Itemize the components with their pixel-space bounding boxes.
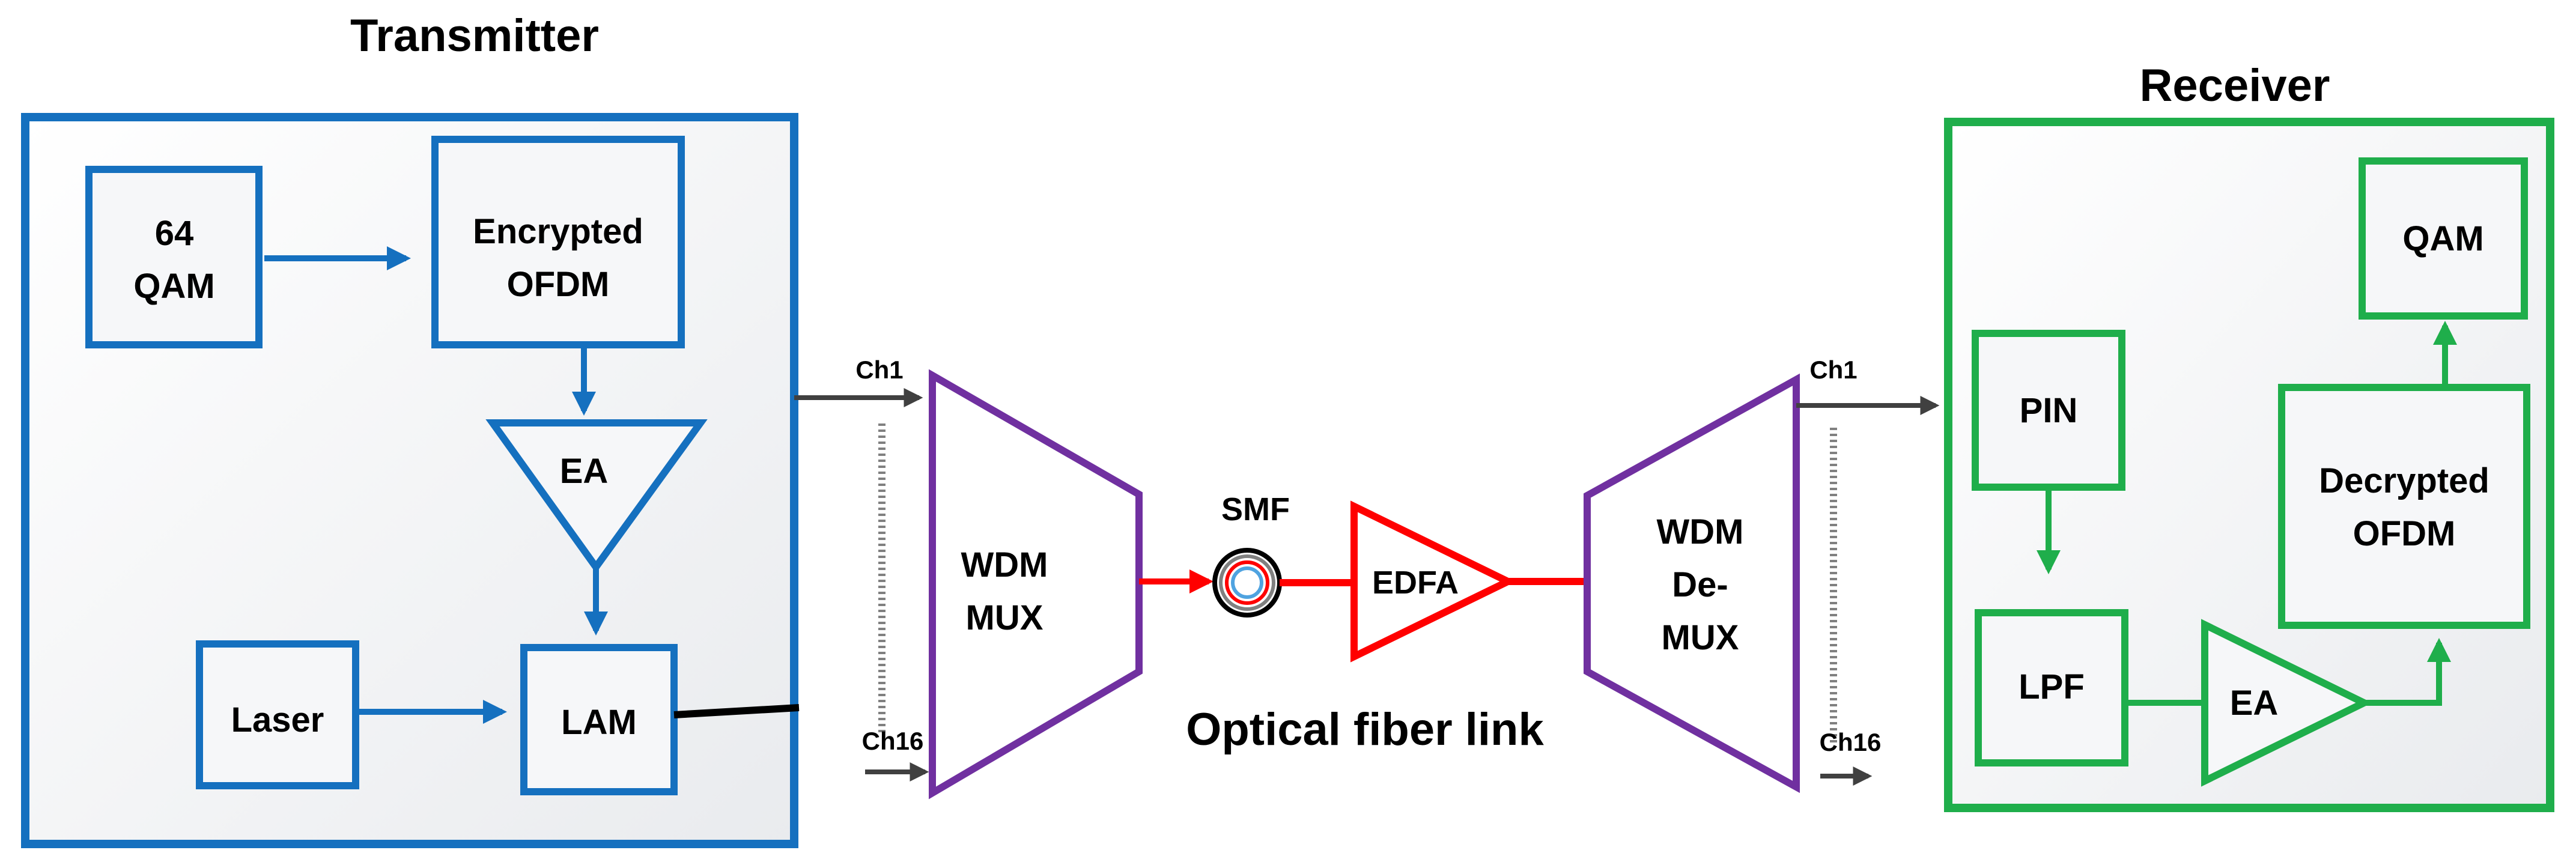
demux-ch1-label: Ch1: [1809, 356, 1857, 384]
qam-block: [85, 166, 263, 348]
decrypted-ofdm-label-line1: Decrypted: [2319, 461, 2489, 500]
lpf-block: [1975, 609, 2128, 766]
wdm-mux-label-line1: WDM: [961, 545, 1048, 584]
wdm-mux: [929, 369, 1143, 800]
mux-ch16-label: Ch16: [862, 727, 924, 755]
decrypted-ofdm-label-line2: OFDM: [2353, 514, 2456, 553]
wdm-demux-label-line3: MUX: [1662, 618, 1739, 657]
mux-ch1-label: Ch1: [855, 356, 903, 384]
edfa-label: EDFA: [1372, 565, 1459, 601]
rx-ea-amplifier: [2201, 619, 2372, 787]
smf-label: SMF: [1221, 491, 1290, 527]
rx-qam-label: QAM: [2402, 219, 2483, 258]
decrypted-ofdm-block: [2278, 384, 2530, 629]
arrow-ea-to-decrypted-ofdm: [2364, 638, 2451, 706]
lam-block: [520, 644, 678, 795]
optical-link-caption: Optical fiber link: [1186, 704, 1544, 755]
pin-block: [1972, 330, 2125, 491]
lam-output-line: [673, 704, 800, 718]
lpf-label: LPF: [2019, 667, 2085, 706]
laser-label: Laser: [231, 700, 324, 739]
encrypted-ofdm-label-line2: OFDM: [507, 265, 610, 304]
qam-label-line2: QAM: [133, 267, 214, 306]
wdm-demux-label-line1: WDM: [1657, 512, 1744, 551]
tx-ea-amplifier: [485, 419, 708, 574]
laser-block: [196, 640, 359, 789]
wdm-demux-label-line2: De-: [1672, 565, 1728, 604]
rx-qam-block: [2359, 157, 2528, 320]
receiver-title: Receiver: [2140, 60, 2330, 111]
transmitter-title: Transmitter: [350, 10, 599, 61]
encrypted-ofdm-block: [431, 136, 685, 348]
wdm-demux: [1584, 373, 1800, 794]
qam-label-line1: 64: [155, 214, 194, 253]
demux-ch16-label: Ch16: [1820, 728, 1882, 756]
wdm-mux-label-line2: MUX: [966, 598, 1043, 637]
edfa-amplifier: [1350, 500, 1516, 663]
rx-ea-label: EA: [2230, 684, 2279, 723]
pin-label: PIN: [2020, 391, 2078, 430]
tx-ea-label: EA: [560, 452, 609, 491]
encrypted-ofdm-label-line1: Encrypted: [473, 212, 643, 251]
lam-label: LAM: [561, 703, 637, 742]
smf-fiber-spool-icon: [1212, 548, 1282, 618]
